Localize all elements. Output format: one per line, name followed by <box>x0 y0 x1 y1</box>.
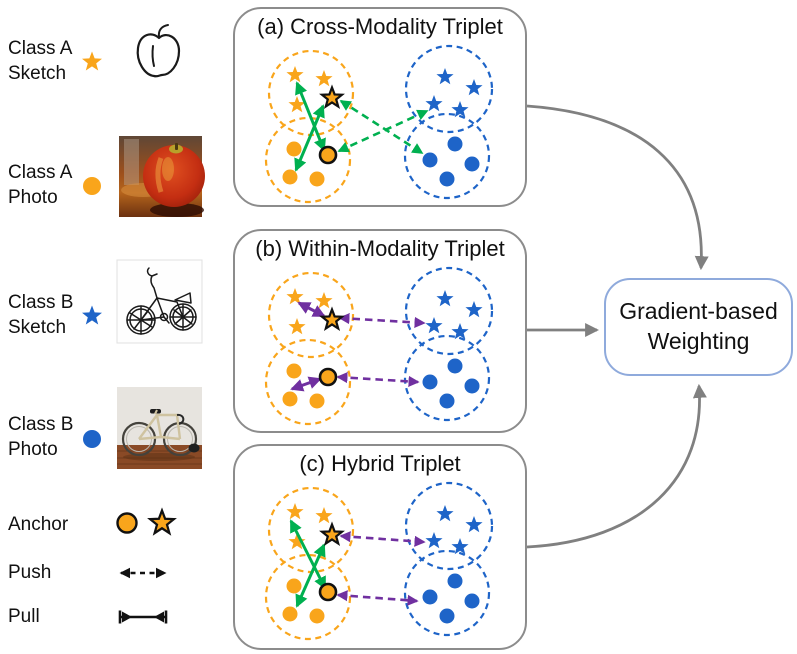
apple-sketch-image <box>136 24 181 78</box>
push-line-sketch-anchor-to-blue-sketch <box>338 312 426 329</box>
panel-within-modality: (b) Within-Modality Triplet <box>233 229 527 433</box>
arrow-panel-a-to-weighting <box>526 104 709 271</box>
arrow-panel-c-to-weighting <box>526 383 707 549</box>
push-arrow-icon <box>119 567 167 579</box>
push-line-sketch-anchor-to-blue-sketch <box>339 531 426 547</box>
apple-photo-image <box>119 136 205 217</box>
push-line-photo-anchor-to-blue-sketch <box>337 109 429 153</box>
orange-circle-icon <box>83 177 101 195</box>
bicycle-drawing <box>126 267 197 335</box>
panel-b-title: (b) Within-Modality Triplet <box>255 236 505 261</box>
panel-hybrid: (c) Hybrid Triplet <box>233 444 527 650</box>
legend-label-class-a-photo: Class A Photo <box>8 162 73 209</box>
apple-stem <box>157 24 169 38</box>
apple-highlight-2 <box>162 157 174 181</box>
gradient-weighting-line2: Weighting <box>647 328 750 354</box>
blue-circle-icon <box>83 430 101 448</box>
legend-label-push: Push <box>8 562 52 583</box>
background-streak <box>124 139 139 185</box>
gradient-weighting-box: Gradient-based Weighting <box>604 278 793 376</box>
marker-clusters <box>266 483 492 639</box>
apple-inner-stroke <box>151 45 155 67</box>
panel-c-title: (c) Hybrid Triplet <box>299 451 461 476</box>
panel-b-diagram <box>235 231 529 435</box>
anchor-circle-icon <box>116 512 138 534</box>
marker-clusters <box>266 268 492 424</box>
legend-label-pull: Pull <box>8 606 40 627</box>
pull-line-photo-anchor-to-photo <box>290 376 322 392</box>
panel-c-diagram <box>235 446 529 652</box>
apple-outline <box>136 33 181 78</box>
panel-cross-modality: (a) Cross-Modality Triplet <box>233 7 527 207</box>
anchor-icons <box>116 509 175 535</box>
push-line-photo-anchor-to-blue-photo <box>336 372 420 387</box>
bicycle-sketch-image <box>116 259 203 344</box>
orange-star-icon <box>82 51 102 71</box>
panel-a-diagram <box>235 9 529 209</box>
blue-star-icon <box>82 305 102 325</box>
pull-arrow-icon <box>118 610 168 624</box>
legend-label-class-b-photo: Class B Photo <box>8 414 74 461</box>
apple <box>143 145 205 207</box>
apple-shadow <box>150 203 204 217</box>
legend-label-class-a-sketch: Class A Sketch <box>8 38 73 85</box>
pull-line-sketch-anchor-to-photo <box>295 543 326 608</box>
gradient-weighting-line1: Gradient-based <box>619 298 778 325</box>
bicycle <box>121 409 200 457</box>
panel-a-title: (a) Cross-Modality Triplet <box>257 14 503 39</box>
push-line-photo-anchor-to-blue-photo <box>336 590 419 606</box>
sketch-background <box>116 259 203 344</box>
pull-line-sketch-anchor-to-photo <box>294 104 325 172</box>
apple-stem <box>175 143 178 150</box>
pull-line-sketch-anchor-to-sketch <box>297 301 326 318</box>
legend-label-anchor: Anchor <box>8 514 69 535</box>
bicycle-photo-image <box>117 387 202 469</box>
apple-highlight <box>155 157 164 193</box>
anchor-star-icon <box>149 509 175 535</box>
legend-label-class-b-sketch: Class B Sketch <box>8 292 74 339</box>
